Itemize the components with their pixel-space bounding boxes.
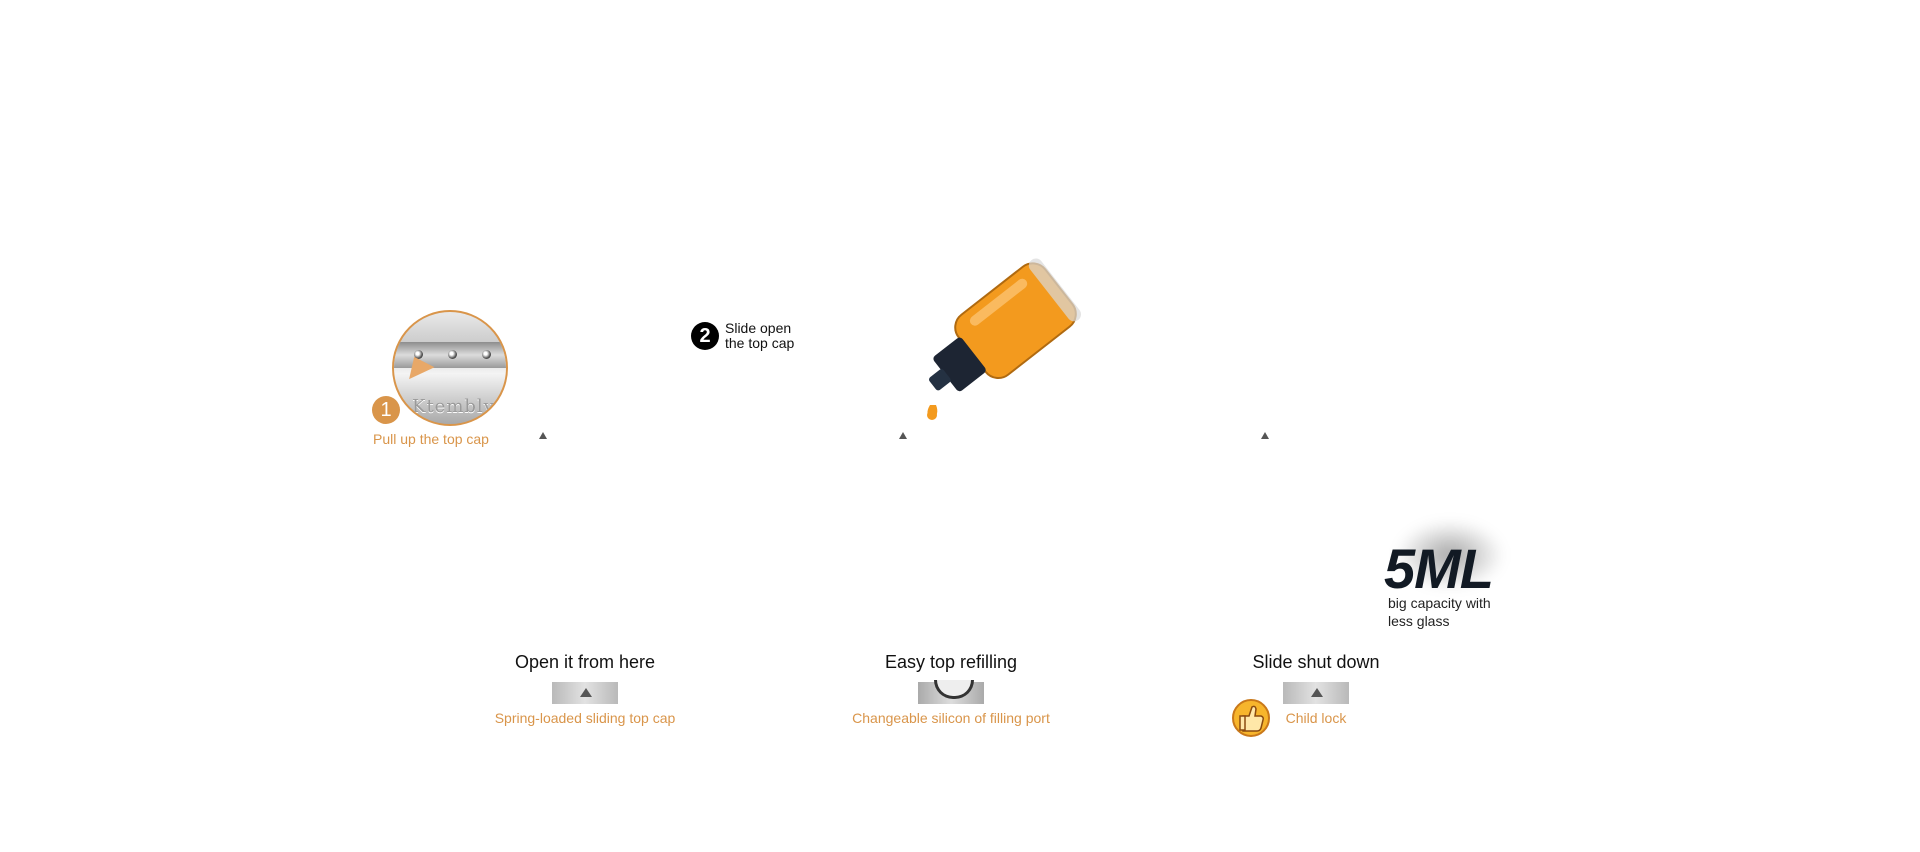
thumbs-up-icon: [1232, 699, 1270, 737]
eliquid-bottle-icon: [927, 258, 1082, 420]
triangle-icon: [580, 688, 592, 697]
feature-title-refill: Easy top refilling: [884, 652, 1018, 672]
capacity-desc-line2: less glass: [1388, 613, 1450, 629]
step-2-line1: Slide open: [725, 320, 792, 336]
feature-thumb-shut: [1283, 682, 1349, 704]
marker-triangle-icon: [899, 432, 907, 439]
step-1-badge: 1: [372, 396, 400, 424]
step-2-text: Slide open the top cap: [725, 321, 815, 351]
capacity-shadow: [1395, 520, 1505, 590]
engraving-text: Ktembly: [412, 396, 495, 417]
step-2-line2: the top cap: [725, 335, 795, 351]
feature-title-open: Open it from here: [514, 652, 656, 672]
top-cap-zoom-image: Ktembly: [392, 310, 508, 426]
step-2-badge: 2: [691, 322, 719, 350]
triangle-icon: [1311, 688, 1323, 697]
marker-triangle-icon: [539, 432, 547, 439]
feature-caption-shut: Child lock: [1285, 710, 1347, 726]
feature-thumb-open: [552, 682, 618, 704]
feature-thumb-refill: [918, 680, 984, 704]
capacity-desc-line1: big capacity with: [1388, 595, 1491, 611]
capacity-value: 5ML: [1384, 537, 1494, 600]
feature-caption-open: Spring-loaded sliding top cap: [494, 710, 676, 726]
filling-port-icon: [934, 680, 974, 699]
marker-triangle-icon: [1261, 432, 1269, 439]
feature-caption-refill: Changeable silicon of filling port: [852, 710, 1050, 726]
capacity-description: big capacity with less glass: [1388, 594, 1518, 630]
feature-title-shut: Slide shut down: [1252, 652, 1380, 672]
step-1-caption: Pull up the top cap: [373, 431, 489, 447]
